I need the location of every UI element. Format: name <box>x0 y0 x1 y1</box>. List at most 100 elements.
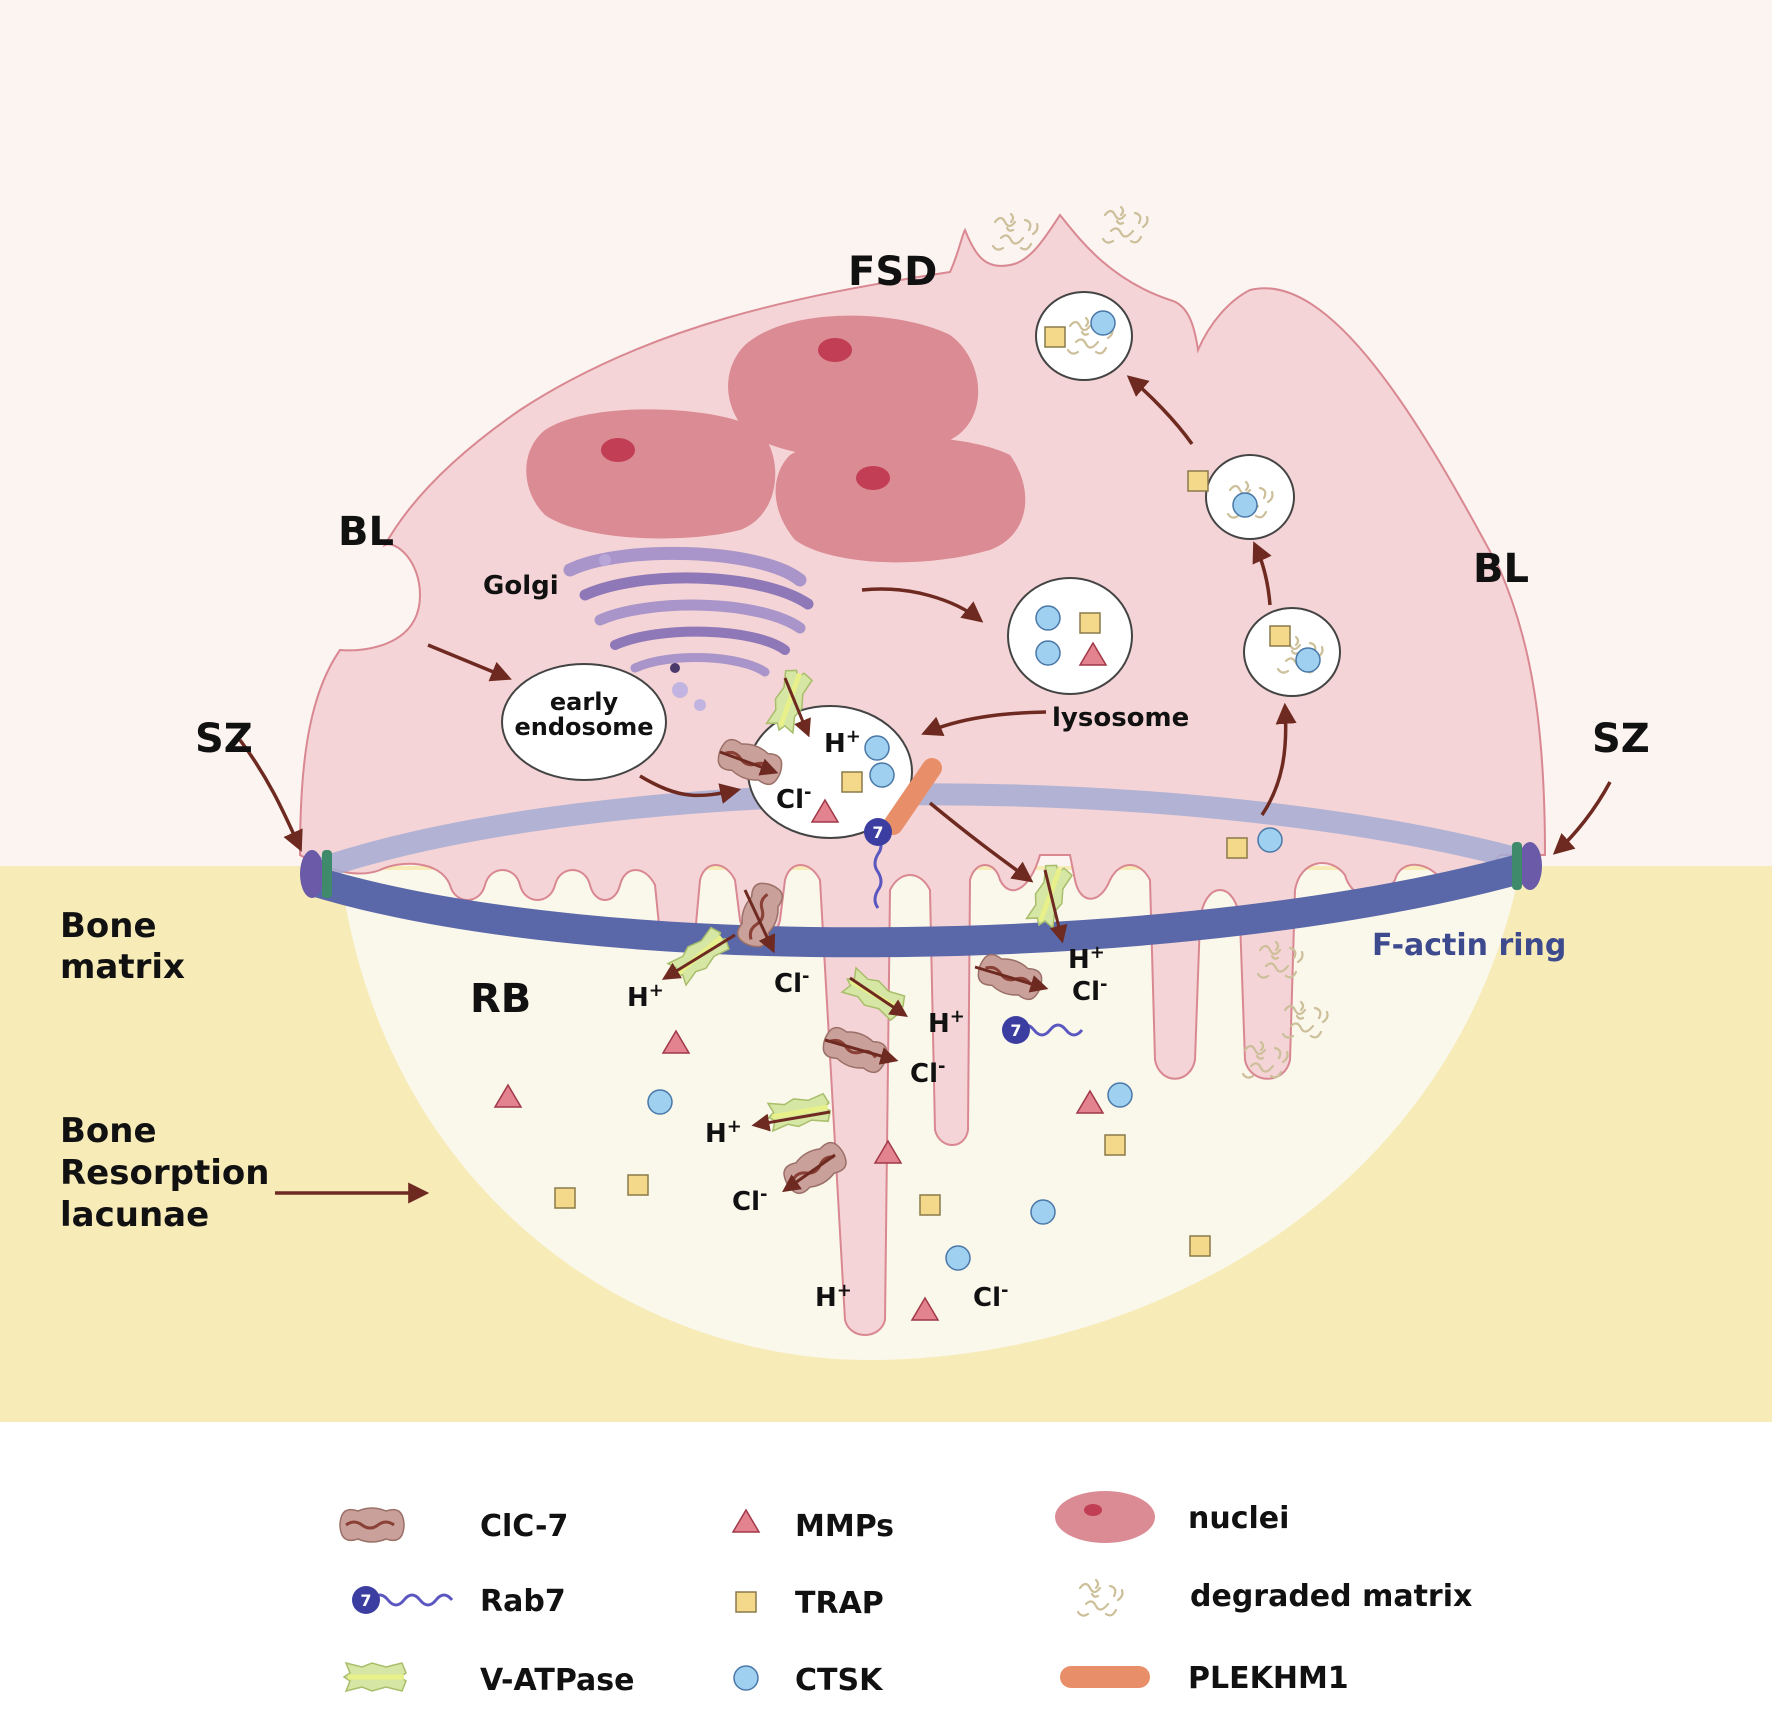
sealing-zone-right-cap <box>1512 842 1542 890</box>
trap-marker <box>1044 326 1066 348</box>
legend-v-atpase-label: V-ATPase <box>480 1663 634 1698</box>
label-rb: RB <box>470 976 531 1022</box>
ion-label-cl: Cl- <box>910 1056 945 1089</box>
ion-label-cl: Cl- <box>774 966 809 999</box>
ion-label-h: H+ <box>1068 942 1105 975</box>
legend-plekhm1-icon <box>1060 1666 1150 1688</box>
trap-marker <box>1189 1235 1211 1257</box>
svg-text:7: 7 <box>360 1591 371 1610</box>
label-early-endosome-line2: endosome <box>514 713 653 741</box>
label-sz-right: SZ <box>1592 716 1650 762</box>
svg-text:H+: H+ <box>627 980 664 1013</box>
trap-marker <box>554 1187 576 1209</box>
rab7-badge-text: 7 <box>872 823 883 842</box>
label-bone-matrix-line2: matrix <box>60 947 185 987</box>
ctsk-marker <box>1090 310 1116 336</box>
rab7-badge-text: 7 <box>1010 1021 1021 1040</box>
legend-nuclei-label: nuclei <box>1188 1501 1289 1536</box>
legend-clc7-icon <box>338 1506 406 1544</box>
ion-label-h: H+ <box>928 1006 965 1039</box>
ion-label-cl: Cl- <box>732 1184 767 1217</box>
legend-nuclei-icon <box>1055 1491 1155 1543</box>
early-endosome-vesicle <box>501 663 667 781</box>
ion-label-h: H+ <box>815 1280 852 1313</box>
ctsk-marker <box>1107 1082 1133 1108</box>
ion-label-h: H+ <box>824 726 861 759</box>
label-fsd: FSD <box>848 249 937 295</box>
trap-marker <box>1226 837 1248 859</box>
ctsk-marker <box>647 1089 673 1115</box>
nucleus-top <box>728 315 979 458</box>
ctsk-marker <box>864 735 890 761</box>
svg-text:Cl-: Cl- <box>774 966 809 999</box>
legend-rab7-label: Rab7 <box>480 1584 566 1619</box>
trap-marker <box>1187 470 1209 492</box>
label-bl-left: BL <box>338 509 394 555</box>
legend-degraded-matrix-label: degraded matrix <box>1190 1579 1472 1614</box>
label-lysosome: lysosome <box>1052 703 1189 733</box>
rab7-tail <box>873 835 883 909</box>
svg-text:Cl-: Cl- <box>732 1184 767 1217</box>
ctsk-marker <box>1257 827 1283 853</box>
ion-flux-arrows <box>661 677 1068 1193</box>
svg-text:Cl-: Cl- <box>973 1280 1008 1313</box>
rab7-badge <box>1002 1016 1030 1044</box>
plekhm1-rod <box>883 758 942 835</box>
trap-marker <box>1079 612 1101 634</box>
lysosome-vesicle <box>1007 577 1133 695</box>
f-actin-ring-front <box>305 851 1535 958</box>
svg-text:H+: H+ <box>928 1006 965 1039</box>
sealing-zone-left-cap <box>300 850 332 898</box>
legend-trap-icon <box>735 1591 757 1613</box>
legend-rab7-icon: 7 <box>352 1586 454 1614</box>
label-sz-left: SZ <box>195 716 253 762</box>
ion-label-cl: Cl- <box>776 782 811 815</box>
svg-text:Cl-: Cl- <box>1072 974 1107 1007</box>
pathway-arrows <box>238 375 1612 1204</box>
trap-marker <box>1104 1134 1126 1156</box>
legend-ctsk-icon <box>733 1665 759 1691</box>
label-f-actin-ring: F-actin ring <box>1372 928 1566 963</box>
label-bl-right: BL <box>1473 546 1529 592</box>
svg-text:Cl-: Cl- <box>776 782 811 815</box>
nucleus-right <box>775 436 1026 563</box>
trap-marker <box>1269 625 1291 647</box>
rab7-badge <box>864 818 892 846</box>
trap-marker <box>841 771 863 793</box>
golgi-apparatus <box>563 546 814 711</box>
resorption-lacuna <box>340 870 1520 1360</box>
label-bone-matrix-line1: Bone <box>60 906 157 946</box>
ctsk-marker <box>869 762 895 788</box>
legend-plekhm1-label: PLEKHM1 <box>1188 1661 1349 1696</box>
ion-label-cl: Cl- <box>973 1280 1008 1313</box>
svg-text:H+: H+ <box>824 726 861 759</box>
nucleus-left <box>526 409 776 539</box>
trap-marker <box>919 1194 941 1216</box>
legend-mmps-label: MMPs <box>795 1509 894 1544</box>
ctsk-marker <box>945 1245 971 1271</box>
legend-v-atpase-icon <box>344 1663 406 1691</box>
svg-text:Cl-: Cl- <box>910 1056 945 1089</box>
svg-text:H+: H+ <box>815 1280 852 1313</box>
legend-clc7-label: ClC-7 <box>480 1509 568 1544</box>
label-golgi: Golgi <box>483 571 559 601</box>
ion-label-cl: Cl- <box>1072 974 1107 1007</box>
ctsk-marker <box>1295 647 1321 673</box>
ctsk-marker <box>1035 605 1061 631</box>
label-bone-resorption-line1: Bone <box>60 1111 157 1151</box>
label-early-endosome-line1: early <box>550 688 619 716</box>
ctsk-marker <box>1030 1199 1056 1225</box>
label-bone-resorption-line3: lacunae <box>60 1195 209 1235</box>
svg-text:H+: H+ <box>1068 942 1105 975</box>
legend: ClC-7 7 Rab7 V-ATPase MMPs TRAP CTSK nuc… <box>338 1491 1472 1698</box>
ctsk-marker <box>1035 640 1061 666</box>
svg-text:H+: H+ <box>705 1116 742 1149</box>
legend-area <box>0 1422 1772 1714</box>
ion-label-h: H+ <box>705 1116 742 1149</box>
label-bone-resorption-line2: Resorption <box>60 1153 269 1193</box>
ctsk-marker <box>1232 492 1258 518</box>
trap-marker <box>627 1174 649 1196</box>
legend-trap-label: TRAP <box>795 1586 884 1621</box>
legend-ctsk-label: CTSK <box>795 1663 884 1698</box>
